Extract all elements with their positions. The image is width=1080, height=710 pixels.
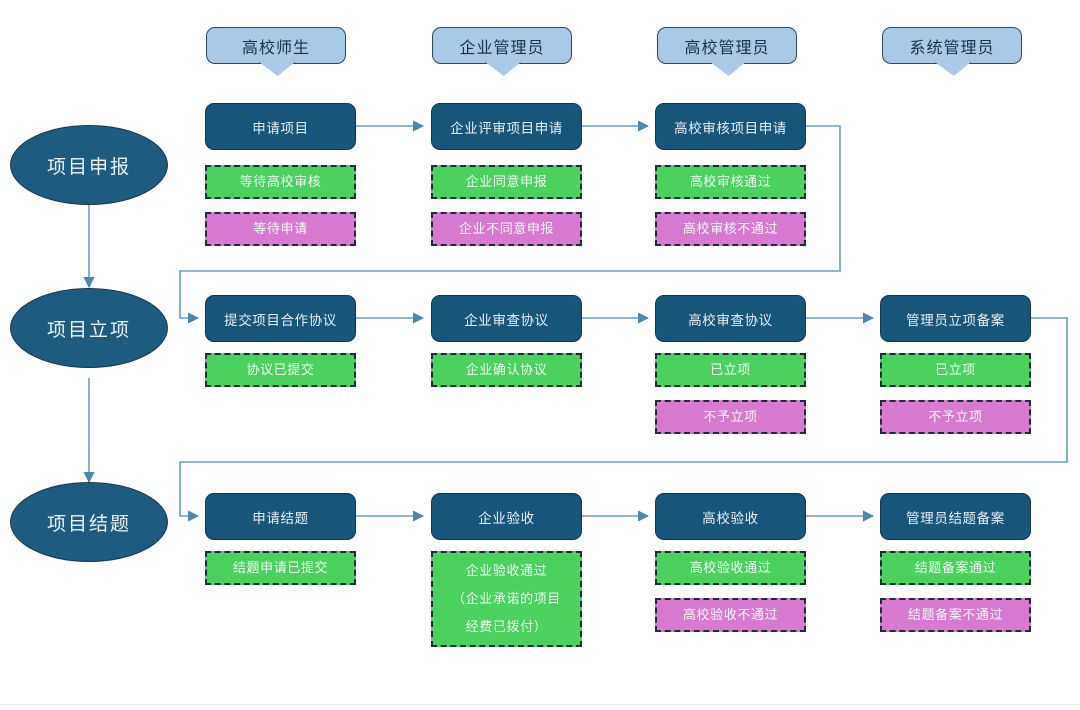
wire-r2c4-r3c1: [179, 317, 1068, 522]
wire-r1c3-r2c1: [179, 125, 841, 324]
status-enterprise-accept-pass: 企业验收通过 （企业承诺的项目 经费已拨付）: [431, 551, 582, 647]
status-waiting-apply: 等待申请: [205, 212, 356, 246]
action-university-accept[interactable]: 高校验收: [655, 493, 806, 540]
status-agreement-submitted: 协议已提交: [205, 353, 356, 387]
status-label: 高校审核不通过: [682, 221, 779, 237]
status-label: 协议已提交: [246, 362, 315, 378]
stage-approve: 项目立项: [10, 288, 168, 368]
status-university-accept-fail: 高校验收不通过: [655, 598, 806, 632]
action-enterprise-check-agreement[interactable]: 企业审查协议: [431, 295, 582, 342]
page-bottom-divider: [0, 704, 1080, 705]
action-admin-record-close[interactable]: 管理员结题备案: [880, 493, 1031, 540]
action-enterprise-review-apply[interactable]: 企业评审项目申请: [431, 103, 582, 150]
role-header-enterprise: 企业管理员: [432, 27, 572, 76]
action-label: 管理员立项备案: [906, 312, 1005, 329]
status-university-audit-fail: 高校审核不通过: [655, 212, 806, 246]
action-label: 管理员结题备案: [906, 510, 1005, 527]
stage-label: 项目结题: [46, 512, 131, 535]
stage-close: 项目结题: [10, 482, 168, 562]
status-label: 等待申请: [253, 221, 308, 237]
action-label: 企业验收: [478, 510, 535, 527]
status-label: 高校验收不通过: [682, 607, 779, 623]
status-label: 高校验收通过: [689, 560, 772, 576]
status-label: 不予立项: [703, 409, 758, 425]
status-label: 结题申请已提交: [232, 560, 329, 576]
status-close-record-fail: 结题备案不通过: [880, 598, 1031, 632]
role-label: 系统管理员: [909, 37, 995, 57]
action-university-check-agreement[interactable]: 高校审查协议: [655, 295, 806, 342]
action-admin-record-approval[interactable]: 管理员立项备案: [880, 295, 1031, 342]
role-label: 企业管理员: [459, 37, 545, 57]
role-header-teacher: 高校师生: [206, 27, 346, 76]
status-label: 不予立项: [928, 409, 983, 425]
status-label: 企业验收通过 （企业承诺的项目 经费已拨付）: [452, 564, 561, 635]
status-label: 企业同意申报: [465, 174, 548, 190]
status-university-accept-pass: 高校验收通过: [655, 551, 806, 585]
action-apply-close[interactable]: 申请结题: [205, 493, 356, 540]
role-label: 高校管理员: [684, 37, 770, 57]
status-close-request-submitted: 结题申请已提交: [205, 551, 356, 585]
action-label: 高校验收: [702, 510, 759, 527]
status-label: 等待高校审核: [239, 174, 322, 190]
action-university-audit-apply[interactable]: 高校审核项目申请: [655, 103, 806, 150]
action-enterprise-accept[interactable]: 企业验收: [431, 493, 582, 540]
action-label: 企业评审项目申请: [450, 120, 563, 137]
status-label: 结题备案不通过: [907, 607, 1004, 623]
status-label: 结题备案通过: [914, 560, 997, 576]
action-label: 高校审查协议: [688, 312, 773, 329]
status-approved-2: 已立项: [655, 353, 806, 387]
action-label: 企业审查协议: [464, 312, 549, 329]
action-label: 申请结题: [252, 510, 309, 527]
role-label: 高校师生: [241, 37, 310, 57]
stage-label: 项目申报: [46, 155, 131, 178]
action-submit-agreement[interactable]: 提交项目合作协议: [205, 295, 356, 342]
status-approved-3: 已立项: [880, 353, 1031, 387]
stage-label: 项目立项: [46, 318, 131, 341]
status-close-record-pass: 结题备案通过: [880, 551, 1031, 585]
action-label: 申请项目: [252, 120, 309, 137]
role-header-system: 系统管理员: [882, 27, 1022, 76]
status-enterprise-disagree: 企业不同意申报: [431, 212, 582, 246]
action-apply-project[interactable]: 申请项目: [205, 103, 356, 150]
action-label: 高校审核项目申请: [674, 120, 787, 137]
status-enterprise-agree: 企业同意申报: [431, 165, 582, 199]
status-not-approved-2: 不予立项: [655, 400, 806, 434]
status-enterprise-confirm-agreement: 企业确认协议: [431, 353, 582, 387]
status-waiting-university-audit: 等待高校审核: [205, 165, 356, 199]
status-label: 已立项: [710, 362, 751, 378]
status-label: 已立项: [935, 362, 976, 378]
status-label: 高校审核通过: [689, 174, 772, 190]
status-label: 企业不同意申报: [458, 221, 555, 237]
status-not-approved-3: 不予立项: [880, 400, 1031, 434]
status-university-audit-pass: 高校审核通过: [655, 165, 806, 199]
role-header-university: 高校管理员: [657, 27, 797, 76]
stage-declare: 项目申报: [10, 125, 168, 205]
action-label: 提交项目合作协议: [224, 312, 337, 329]
status-label: 企业确认协议: [465, 362, 548, 378]
